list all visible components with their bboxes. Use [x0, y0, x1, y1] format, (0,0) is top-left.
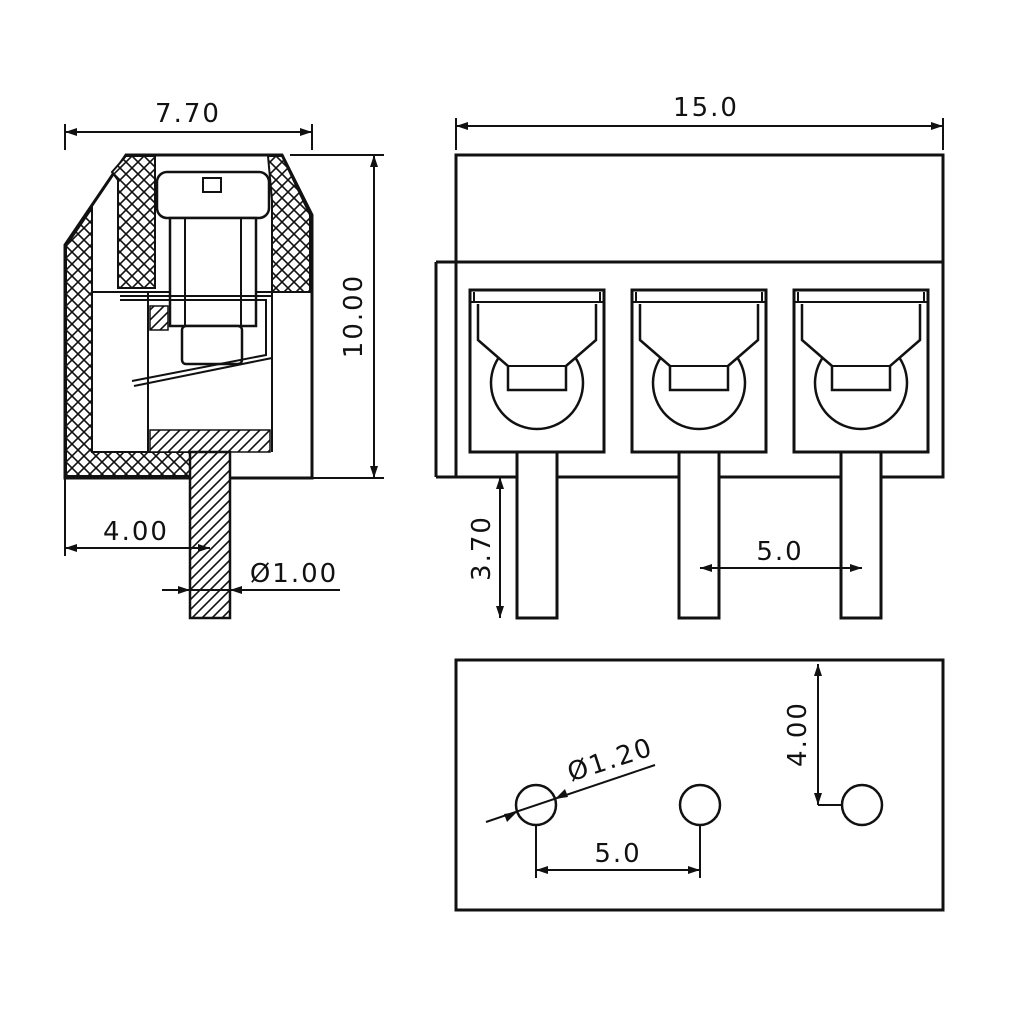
footprint-view — [454, 658, 945, 912]
front-width-label: 15.0 — [673, 93, 739, 123]
terminal-1 — [468, 288, 606, 620]
side-width-label: 7.70 — [155, 99, 221, 129]
terminal-3 — [792, 288, 930, 620]
pin-hole-2 — [678, 783, 722, 827]
pin-diameter-label: Ø1.00 — [250, 559, 338, 589]
side-view — [63, 153, 314, 620]
side-view-dimensions — [64, 124, 384, 594]
footprint-pitch-label: 5.0 — [594, 839, 641, 869]
pin-hole-3 — [840, 783, 884, 827]
pin-offset-label: 4.00 — [103, 517, 169, 547]
front-view-dimensions — [455, 118, 944, 618]
pin-length-label: 3.70 — [467, 515, 497, 581]
front-pitch-label: 5.0 — [756, 537, 803, 567]
terminal-2 — [630, 288, 768, 620]
side-height-label: 10.00 — [339, 274, 369, 358]
front-view-terminals — [468, 288, 930, 620]
row-offset-label: 4.00 — [783, 701, 813, 767]
